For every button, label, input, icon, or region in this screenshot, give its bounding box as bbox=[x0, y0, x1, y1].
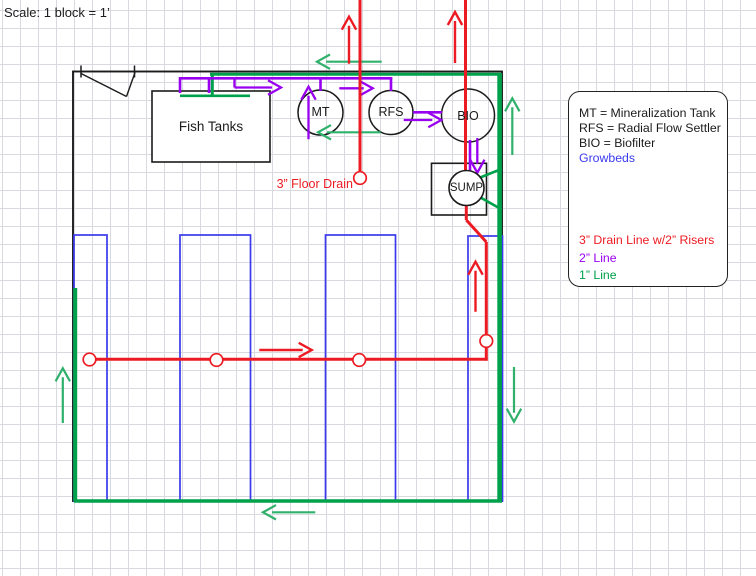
red-flow-arrow-horizontal bbox=[259, 341, 315, 359]
room-outline bbox=[72, 70, 503, 502]
growbed-2 bbox=[179, 234, 252, 502]
red-flow-arrow-top-1 bbox=[340, 14, 358, 64]
bio-label: BIO bbox=[457, 109, 479, 124]
mt-label: MT bbox=[311, 105, 330, 120]
floor-drain-circle bbox=[352, 170, 368, 186]
red-flow-arrow-vertical bbox=[467, 259, 484, 312]
purple-flow-arrow-bio-sump bbox=[469, 138, 486, 176]
door-swing-2 bbox=[125, 72, 136, 97]
legend-item-2in-line: 2” Line bbox=[579, 251, 617, 265]
green-sump-outlet-up bbox=[478, 167, 503, 180]
red-flow-arrow-top-2 bbox=[446, 9, 464, 63]
legend-item-rfs: RFS = Radial Flow Settler bbox=[579, 121, 721, 135]
riser-circle-1 bbox=[82, 352, 97, 367]
riser-circle-4 bbox=[479, 333, 494, 349]
fish-tanks-label: Fish Tanks bbox=[178, 118, 244, 134]
growbed-1 bbox=[73, 234, 108, 502]
green-flow-arrow-top bbox=[314, 53, 382, 70]
floor-drain-label: 3” Floor Drain bbox=[276, 177, 353, 191]
legend-box: MT = Mineralization Tank RFS = Radial Fl… bbox=[568, 91, 728, 287]
legend-item-growbeds: Growbeds bbox=[579, 151, 636, 165]
red-diagonal bbox=[465, 218, 488, 244]
sump-box bbox=[430, 162, 488, 216]
riser-circle-3 bbox=[352, 352, 367, 368]
purple-flow-arrow-mt-rfs bbox=[339, 80, 376, 97]
green-sump-outlet-down bbox=[479, 196, 503, 211]
legend-item-bio: BIO = Biofilter bbox=[579, 136, 656, 150]
legend-item-1in-line: 1” Line bbox=[579, 268, 617, 282]
green-flow-arrow-bottom bbox=[260, 504, 316, 521]
scale-label: Scale: 1 block = 1’ bbox=[4, 5, 110, 20]
legend-item-mt: MT = Mineralization Tank bbox=[579, 106, 716, 120]
bio-tank-circle bbox=[440, 88, 496, 143]
sump-label: SUMP bbox=[449, 181, 484, 194]
growbed-3 bbox=[324, 234, 397, 502]
purple-flow-arrow-mt-up bbox=[300, 84, 317, 140]
legend-item-drain-line: 3” Drain Line w/2” Risers bbox=[579, 233, 715, 247]
purple-flow-arrow-rfs-bio bbox=[403, 111, 444, 129]
fish-tanks-box bbox=[151, 90, 271, 163]
riser-circle-2 bbox=[209, 352, 224, 368]
green-flow-arrow-right-down bbox=[505, 367, 523, 424]
door-swing-1 bbox=[80, 72, 127, 98]
rfs-label: RFS bbox=[378, 105, 404, 120]
green-flow-arrow-left-wall bbox=[54, 366, 71, 423]
green-flow-arrow-under-mt bbox=[315, 124, 381, 141]
purple-flow-arrow-branch bbox=[234, 79, 284, 96]
sump-pump-circle bbox=[448, 169, 485, 207]
green-flow-arrow-right-up bbox=[504, 96, 521, 155]
